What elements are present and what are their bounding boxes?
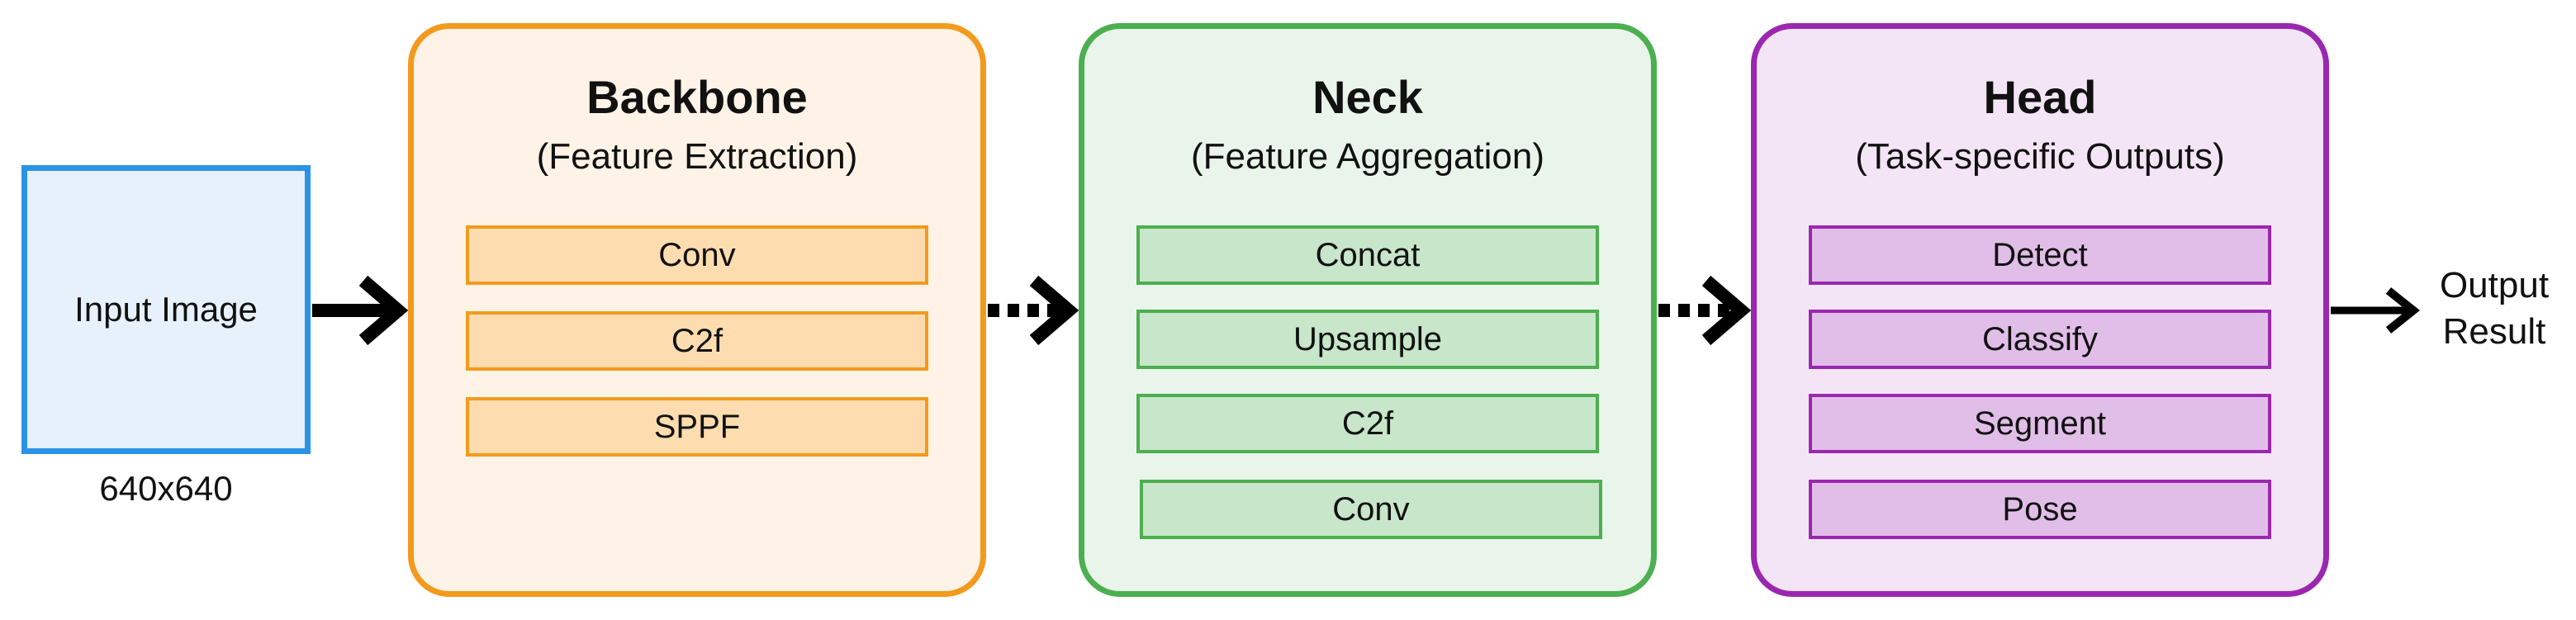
backbone-module-c2f: C2f (466, 311, 928, 371)
output-label-line2: Result (2442, 311, 2546, 352)
output-label-line1: Output (2439, 265, 2550, 305)
input-size-caption: 640x640 (99, 469, 233, 508)
head-module-classify: Classify (1809, 310, 2271, 369)
input-image-box: Input Image (21, 165, 311, 454)
head-module-pose: Pose (1809, 480, 2271, 539)
arrow-backbone-to-neck (988, 275, 1079, 346)
neck-module-c2f: C2f (1136, 394, 1599, 453)
neck-title: Neck (1312, 71, 1423, 123)
head-module-segment: Segment (1809, 394, 2271, 453)
arrow-input-to-backbone (312, 275, 409, 346)
head-subtitle: (Task-specific Outputs) (1855, 136, 2225, 177)
neck-subtitle: (Feature Aggregation) (1190, 136, 1545, 177)
neck-module-concat: Concat (1136, 225, 1599, 285)
neck-stage: Neck (Feature Aggregation) Concat Upsamp… (1079, 23, 1657, 597)
head-module-detect: Detect (1809, 225, 2271, 285)
backbone-module-sppf: SPPF (466, 397, 928, 457)
head-stage: Head (Task-specific Outputs) Detect Clas… (1751, 23, 2329, 597)
neck-module-conv: Conv (1140, 480, 1602, 539)
output-result-label: Output Result (2420, 263, 2569, 355)
neck-module-upsample: Upsample (1136, 310, 1599, 369)
backbone-subtitle: (Feature Extraction) (536, 136, 858, 177)
arrow-neck-to-head (1658, 275, 1752, 346)
arrow-head-to-output (2331, 287, 2421, 334)
backbone-module-conv: Conv (466, 225, 928, 285)
backbone-title: Backbone (586, 71, 808, 123)
backbone-stage: Backbone (Feature Extraction) Conv C2f S… (408, 23, 986, 597)
input-image-label: Input Image (74, 290, 258, 329)
head-title: Head (1983, 71, 2097, 123)
